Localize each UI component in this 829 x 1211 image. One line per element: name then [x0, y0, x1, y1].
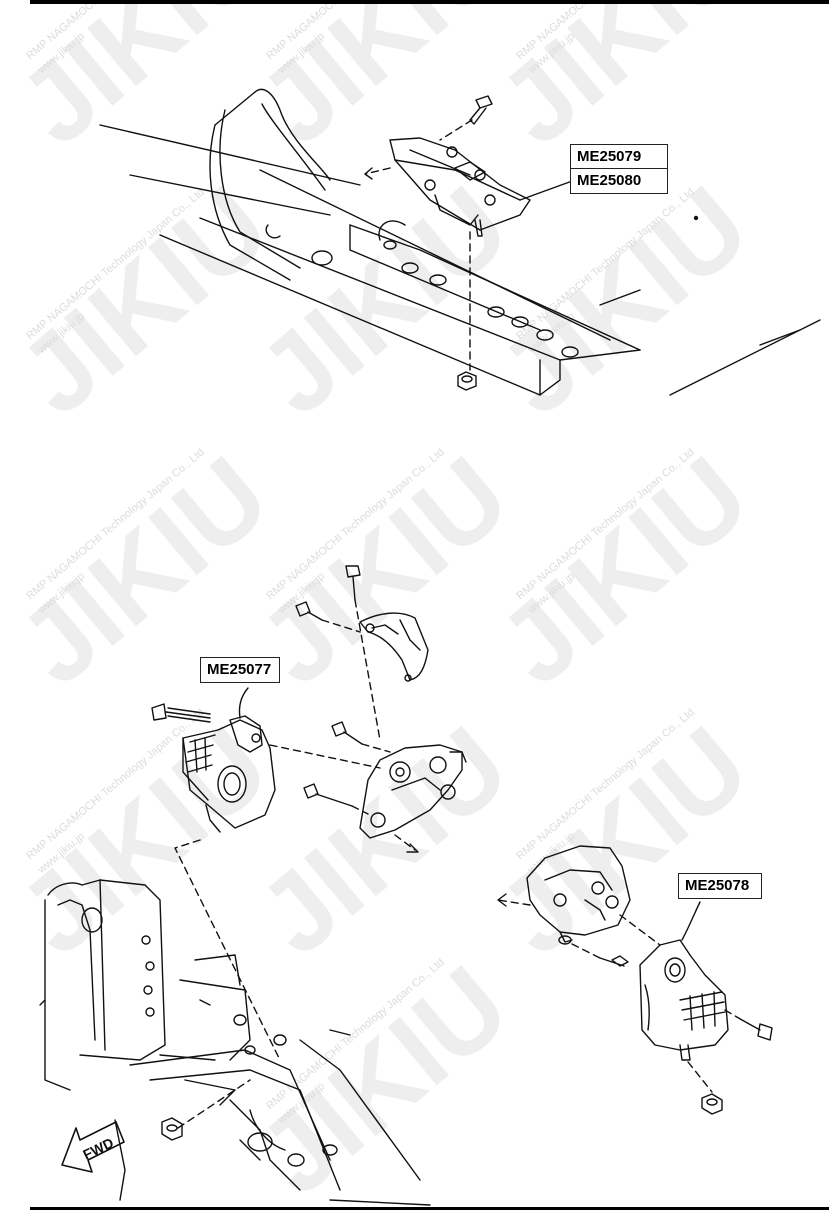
top-marker-dot	[693, 215, 699, 221]
top-border	[30, 0, 829, 4]
top-leader-lines	[364, 119, 473, 371]
left-side-bolt	[303, 783, 353, 807]
top-crossmember	[209, 88, 406, 281]
top-callout-leader	[519, 179, 576, 201]
right-nut	[701, 1093, 723, 1115]
fwd-label: FWD	[80, 1134, 116, 1162]
right-callout-leader	[681, 901, 701, 941]
callout-me25078: ME25078	[678, 873, 762, 899]
lower-frame	[39, 879, 431, 1206]
callout-me25079: ME25079	[570, 144, 668, 170]
right-direction-arrow	[497, 893, 507, 907]
lower-left-nut	[161, 1117, 183, 1141]
bottom-border	[30, 1207, 829, 1210]
left-mount-bracket	[359, 744, 467, 839]
top-frame-holes	[311, 240, 579, 358]
top-direction-arrow	[364, 167, 373, 180]
upper-heat-shield	[359, 612, 429, 682]
callout-me25077: ME25077	[200, 657, 280, 683]
upper-bolts	[295, 565, 363, 745]
fwd-arrow-icon: FWD	[61, 1121, 125, 1173]
right-bolts	[599, 955, 773, 1041]
top-nut	[457, 371, 477, 391]
callout-me25080: ME25080	[570, 168, 668, 194]
right-mount-bracket	[526, 845, 631, 945]
left-direction-arrow	[406, 843, 419, 853]
top-bolt	[469, 95, 493, 125]
right-leader-lines	[497, 899, 743, 1093]
left-long-bolt	[151, 703, 211, 723]
top-mount-bracket	[389, 137, 531, 237]
left-insulator-block	[182, 715, 276, 833]
right-insulator-block	[639, 939, 729, 1061]
left-callout-leader	[238, 687, 249, 719]
